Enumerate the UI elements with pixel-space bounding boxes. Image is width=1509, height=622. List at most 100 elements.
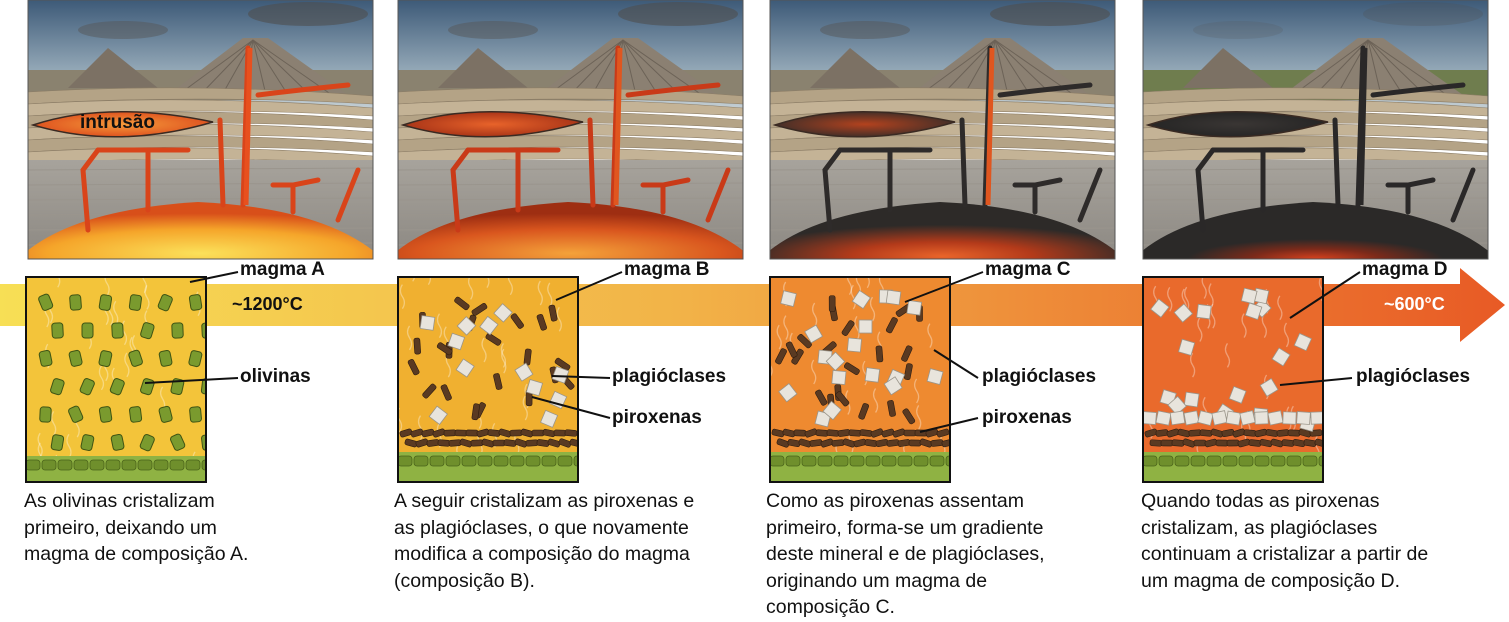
pyroxene-crystal <box>569 438 578 448</box>
pyroxene-crystal <box>903 429 917 437</box>
intrusion <box>1145 111 1329 138</box>
olivine-crystal <box>170 378 185 396</box>
olivine-crystal <box>158 349 173 367</box>
mineral-label-plagioclases-d: plagióclases <box>1356 366 1471 387</box>
caption-stage-3: Como as piroxenas assentam primeiro, for… <box>766 490 1045 618</box>
magma-chamber <box>1143 202 1488 259</box>
plagioclase-crystal <box>455 358 475 378</box>
pyroxene-crystal <box>564 429 578 437</box>
plagioclase-crystal <box>1244 302 1263 320</box>
geology-scene-4 <box>1142 0 1489 260</box>
pyroxene-crystal <box>858 403 870 420</box>
magma-label-b: magma B <box>624 259 710 280</box>
plagioclase-crystal <box>493 303 513 323</box>
pyroxene-crystal <box>793 429 807 437</box>
olivine-crystal <box>98 350 113 368</box>
olivine-crystal <box>201 434 206 451</box>
dike <box>837 147 933 213</box>
olivine-crystal <box>39 406 52 423</box>
plagioclase-crystal <box>1183 391 1200 408</box>
pyroxene-crystal <box>436 342 453 356</box>
pyroxene-crystal <box>936 428 950 438</box>
plagioclase-crystal <box>428 405 448 426</box>
magma-label-d: magma D <box>1362 259 1448 280</box>
olivine-crystal <box>111 322 124 339</box>
dike <box>255 82 351 98</box>
pyroxene-crystal <box>831 439 845 447</box>
caption-stage-2: A seguir cristalizam as piroxenas e as p… <box>394 490 695 592</box>
pyroxene-crystal <box>471 403 480 421</box>
plagioclase-crystal <box>1259 377 1279 397</box>
plagioclase-crystal <box>1310 411 1323 425</box>
magma-box-3 <box>769 276 951 483</box>
olivine-crystal <box>50 378 65 396</box>
dike <box>465 147 561 213</box>
pyroxene-crystal <box>536 313 548 331</box>
plagioclase-crystal <box>926 368 944 385</box>
dike <box>270 177 321 215</box>
plagioclase-crystal <box>885 289 902 306</box>
pyroxene-crystal <box>875 345 884 363</box>
pyroxene-crystal <box>492 439 506 447</box>
pyroxene-crystal <box>443 429 457 437</box>
dike <box>1012 177 1063 215</box>
magma-label-a: magma A <box>240 259 325 280</box>
olivine-crystal <box>158 405 173 423</box>
pyroxene-crystal <box>941 438 950 448</box>
plagioclase-crystal <box>846 337 862 353</box>
magma-chamber <box>28 202 373 259</box>
pyroxene-crystal <box>870 428 884 438</box>
plagioclase-crystal <box>419 315 436 331</box>
plagioclase-crystal <box>831 369 847 386</box>
pyroxene-crystal <box>553 429 567 437</box>
temperature-start: ~1200°C <box>232 294 303 314</box>
main-volcano <box>910 38 1090 95</box>
olivine-crystal <box>200 378 206 395</box>
pyroxene-crystal <box>1155 429 1169 437</box>
pyroxene-crystal <box>848 429 862 437</box>
plagioclase-crystal <box>804 324 824 344</box>
mineral-label-plagioclases-b: plagióclases <box>612 366 727 387</box>
pyroxene-crystal <box>1215 439 1229 447</box>
mineral-label-piroxenas-b: piroxenas <box>612 407 702 428</box>
plagioclase-crystal <box>1167 395 1187 416</box>
plagioclase-crystal <box>778 383 798 403</box>
intrusion <box>400 111 584 138</box>
caption-stage-1: As olivinas cristalizam primeiro, deixan… <box>24 490 249 565</box>
olivine-crystal <box>129 406 143 423</box>
pyroxene-crystal <box>1314 438 1323 448</box>
intrusion <box>30 111 214 138</box>
pyroxene-crystal <box>413 337 421 355</box>
plagioclase-crystal <box>1228 385 1247 404</box>
smoke-plume <box>1193 21 1283 39</box>
plagioclase-crystal <box>479 315 499 336</box>
main-volcano <box>168 38 348 95</box>
pyroxene-crystal <box>815 429 829 437</box>
plagioclase-crystal <box>1293 332 1312 352</box>
dike <box>95 147 191 213</box>
mineral-label-piroxenas-c: piroxenas <box>982 407 1072 428</box>
small-volcano <box>810 48 900 88</box>
plagioclase-crystal <box>1211 410 1228 426</box>
plagioclase-crystal <box>1197 410 1214 427</box>
plagioclase-crystal <box>822 400 842 421</box>
magma <box>770 277 950 482</box>
pyroxene-crystal <box>843 362 860 376</box>
pyroxene-crystal <box>797 333 812 349</box>
pyroxene-crystal <box>1188 429 1202 437</box>
small-volcano <box>68 48 158 88</box>
pyroxene-crystal <box>1171 439 1185 447</box>
dike <box>1370 82 1466 98</box>
olivine-crystal <box>201 322 206 339</box>
olivine-crystal <box>139 434 155 452</box>
plagioclase-crystal <box>858 319 873 334</box>
olivine-crystal <box>98 406 113 423</box>
plagioclase-crystal <box>447 332 466 351</box>
pyroxene-crystal <box>886 439 900 447</box>
plagioclase-crystal <box>1282 411 1297 425</box>
pyroxene-crystal <box>837 429 851 437</box>
small-volcano <box>438 48 528 88</box>
pyroxene-crystal <box>1243 429 1257 437</box>
olivine-crystal <box>38 293 54 311</box>
plagioclase-crystal <box>540 409 559 428</box>
